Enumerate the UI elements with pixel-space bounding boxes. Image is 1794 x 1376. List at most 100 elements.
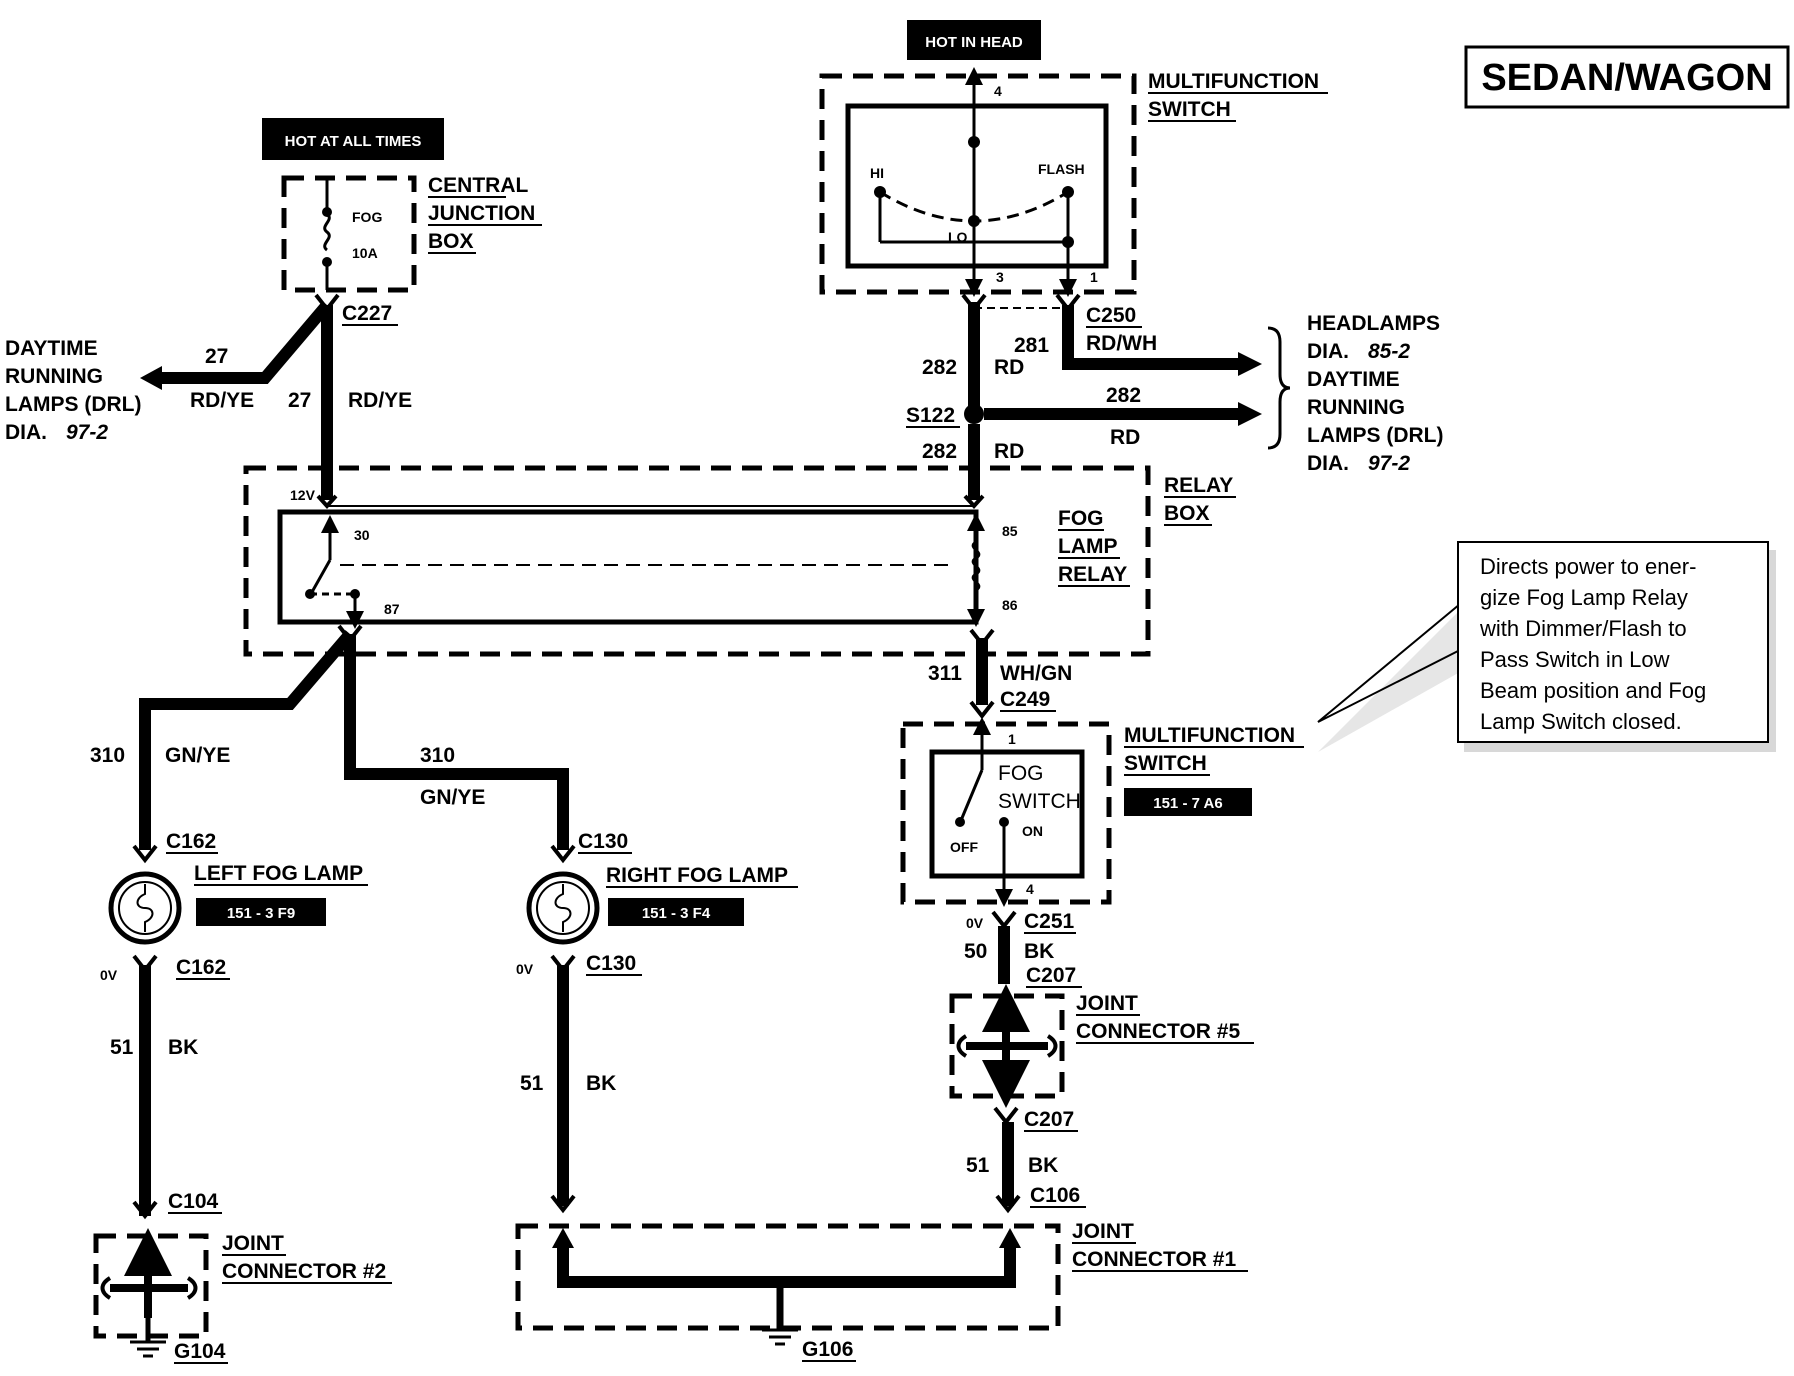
- svg-text:JOINT: JOINT: [222, 1232, 284, 1255]
- svg-text:RD/YE: RD/YE: [348, 389, 412, 412]
- arrow-right-icon: [1238, 402, 1262, 426]
- svg-text:282: 282: [922, 440, 957, 463]
- hot-in-head-label: HOT IN HEAD: [907, 20, 1041, 60]
- svg-text:10A: 10A: [352, 245, 378, 261]
- svg-text:FLASH: FLASH: [1038, 161, 1085, 177]
- svg-text:SWITCH: SWITCH: [998, 790, 1081, 813]
- svg-text:JUNCTION: JUNCTION: [428, 202, 535, 225]
- svg-text:C251: C251: [1024, 910, 1075, 933]
- svg-text:C130: C130: [578, 830, 628, 853]
- wire-282-bottom: 282 RD: [922, 424, 1024, 500]
- svg-text:GN/YE: GN/YE: [165, 744, 230, 767]
- svg-text:0V: 0V: [100, 967, 118, 983]
- svg-text:DIA.: DIA.: [1307, 340, 1349, 363]
- svg-text:OFF: OFF: [950, 839, 978, 855]
- svg-text:HOT IN HEAD: HOT IN HEAD: [925, 34, 1023, 51]
- multifunction-switch-bottom: FOG SWITCH OFF ON 1 4 MULTIFUNCTION SWIT…: [900, 717, 1304, 907]
- svg-text:FOG: FOG: [352, 209, 382, 225]
- svg-text:C207: C207: [1024, 1108, 1074, 1131]
- svg-text:BK: BK: [1024, 940, 1054, 963]
- svg-text:C162: C162: [176, 956, 226, 979]
- svg-text:27: 27: [288, 389, 311, 412]
- svg-text:4: 4: [994, 83, 1002, 99]
- fuse-icon: [323, 212, 331, 252]
- drl-left-reference: DAYTIME RUNNING LAMPS (DRL) DIA. 97-2: [5, 337, 141, 444]
- relay-box: RELAY BOX: [243, 465, 1236, 657]
- svg-text:CONNECTOR #5: CONNECTOR #5: [1076, 1020, 1240, 1043]
- wire-311: 311 WH/GN C249: [928, 628, 1072, 720]
- svg-text:151 - 3 F9: 151 - 3 F9: [227, 905, 295, 922]
- svg-text:with Dimmer/Flash to: with Dimmer/Flash to: [1479, 616, 1687, 641]
- svg-text:87: 87: [384, 601, 400, 617]
- svg-text:LO: LO: [948, 229, 968, 245]
- svg-text:3: 3: [996, 269, 1004, 285]
- svg-text:0V: 0V: [516, 961, 534, 977]
- wire-51-mid: 51 BK: [520, 965, 616, 1206]
- svg-text:GN/YE: GN/YE: [420, 786, 485, 809]
- svg-text:HI: HI: [870, 165, 884, 181]
- arrow-left-icon: [140, 366, 162, 390]
- svg-text:DIA.: DIA.: [5, 421, 47, 444]
- svg-text:Directs power to ener-: Directs power to ener-: [1480, 554, 1696, 579]
- svg-text:51: 51: [110, 1036, 134, 1059]
- wire-282-top: 282 RD: [922, 302, 1024, 412]
- relay-coil-icon: [971, 540, 981, 592]
- splice-s122: S122: [906, 404, 984, 428]
- svg-text:LEFT FOG LAMP: LEFT FOG LAMP: [194, 862, 363, 885]
- svg-text:50: 50: [964, 940, 987, 963]
- svg-text:SWITCH: SWITCH: [1124, 752, 1207, 775]
- svg-text:12V: 12V: [290, 487, 316, 503]
- right-fog-lamp: C130 RIGHT FOG LAMP 151 - 3 F4 0V C130: [516, 830, 798, 977]
- svg-text:0V: 0V: [966, 915, 984, 931]
- svg-text:30: 30: [354, 527, 370, 543]
- svg-text:27: 27: [205, 345, 228, 368]
- svg-text:DAYTIME: DAYTIME: [1307, 368, 1400, 391]
- ground-g104: G104: [130, 1318, 228, 1364]
- fog-lamp-relay: 12V 30 87 85 86 FOG LAMP RELAY: [277, 487, 1130, 629]
- svg-text:51: 51: [966, 1154, 990, 1177]
- svg-text:HOT AT ALL TIMES: HOT AT ALL TIMES: [285, 133, 422, 150]
- svg-text:C130: C130: [586, 952, 636, 975]
- svg-text:310: 310: [90, 744, 125, 767]
- svg-text:85: 85: [1002, 523, 1018, 539]
- connector-c250: C250: [961, 293, 1142, 328]
- central-junction-box: FOG 10A CENTRAL JUNCTION BOX: [281, 174, 542, 293]
- svg-text:ON: ON: [1022, 823, 1043, 839]
- svg-text:BK: BK: [1028, 1154, 1058, 1177]
- headlamps-reference: HEADLAMPS DIA. 85-2 DAYTIME RUNNING LAMP…: [1267, 312, 1443, 475]
- svg-text:DIA.: DIA.: [1307, 452, 1349, 475]
- svg-text:282: 282: [1106, 384, 1141, 407]
- svg-text:RIGHT FOG LAMP: RIGHT FOG LAMP: [606, 864, 788, 887]
- svg-text:HEADLAMPS: HEADLAMPS: [1307, 312, 1440, 335]
- svg-text:281: 281: [1014, 334, 1049, 357]
- svg-text:gize Fog Lamp Relay: gize Fog Lamp Relay: [1480, 585, 1688, 610]
- joint-connector-1: JOINT CONNECTOR #1: [515, 1194, 1248, 1331]
- svg-text:RD: RD: [1110, 426, 1140, 449]
- joint-connector-5: JOINT CONNECTOR #5: [949, 984, 1254, 1108]
- svg-text:1: 1: [1090, 269, 1098, 285]
- svg-text:DAYTIME: DAYTIME: [5, 337, 98, 360]
- svg-text:RELAY: RELAY: [1164, 474, 1233, 497]
- svg-text:C227: C227: [342, 302, 392, 325]
- joint-connector-2: C104 JOINT CONNECTOR #2: [93, 1190, 392, 1339]
- svg-text:310: 310: [420, 744, 455, 767]
- multifunction-switch-top: HI FLASH LO 4 3 1 MULTIFUNCTION SWITCH: [819, 67, 1328, 297]
- svg-text:Pass Switch in Low: Pass Switch in Low: [1480, 647, 1670, 672]
- svg-text:FOG: FOG: [1058, 507, 1104, 530]
- svg-text:RELAY: RELAY: [1058, 563, 1127, 586]
- svg-text:BK: BK: [586, 1072, 616, 1095]
- wire-50: 0V C251 50 BK C207: [964, 910, 1082, 988]
- page-title: SEDAN/WAGON: [1481, 57, 1772, 99]
- wire-51-left: 51 BK: [110, 965, 198, 1216]
- svg-text:RD: RD: [994, 356, 1024, 379]
- svg-text:RUNNING: RUNNING: [1307, 396, 1405, 419]
- svg-text:51: 51: [520, 1072, 544, 1095]
- svg-text:CONNECTOR #1: CONNECTOR #1: [1072, 1248, 1236, 1271]
- wire-282-right: 282 RD: [984, 384, 1262, 449]
- svg-text:86: 86: [1002, 597, 1018, 613]
- svg-text:C250: C250: [1086, 304, 1136, 327]
- svg-text:LAMPS (DRL): LAMPS (DRL): [1307, 424, 1443, 447]
- svg-text:1: 1: [1008, 731, 1016, 747]
- svg-text:85-2: 85-2: [1368, 340, 1410, 363]
- svg-text:LAMP: LAMP: [1058, 535, 1118, 558]
